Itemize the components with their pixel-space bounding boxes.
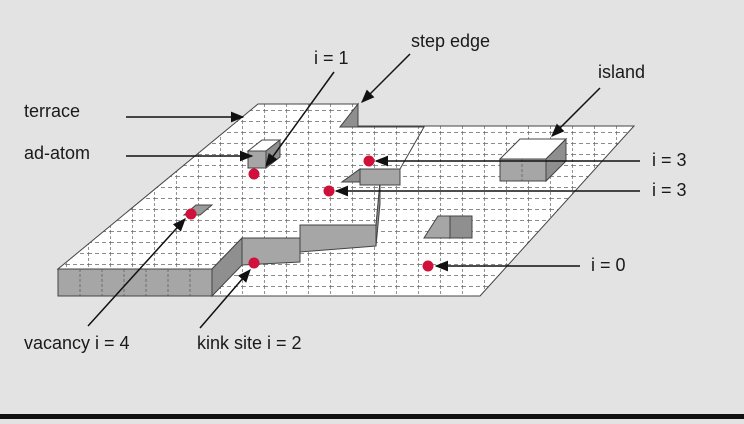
arrow-i1: [265, 71, 335, 168]
bottom-rule: [0, 414, 744, 419]
label-terrace: terrace: [24, 101, 81, 121]
arrow-island: [551, 87, 601, 137]
island-front: [499, 158, 547, 182]
atom-dot-kink: [248, 257, 260, 269]
label-i3-lower: i = 3: [652, 180, 687, 200]
atom-dot-vacancy: [185, 208, 197, 220]
step-edge-face: [338, 102, 359, 128]
atom-dot-i3-upper: [363, 155, 375, 167]
ad-atom-block-front: [247, 150, 267, 169]
label-vacancy: vacancy i = 4: [24, 333, 130, 353]
label-i1: i = 1: [314, 48, 349, 68]
atom-dot-i0: [422, 260, 434, 272]
ledge-face: [359, 168, 401, 186]
arrow-kink: [199, 268, 251, 329]
label-ad-atom: ad-atom: [24, 143, 91, 163]
pit-right-face: [449, 215, 473, 239]
label-i0: i = 0: [591, 255, 626, 275]
atom-dot-i3-lower: [323, 185, 335, 197]
arrow-vacancy: [87, 217, 186, 327]
label-island: island: [598, 62, 646, 82]
atom-dot-i1: [248, 168, 260, 180]
arrow-step-edge: [361, 53, 411, 103]
label-kink: kink site i = 2: [197, 333, 302, 353]
label-i3-upper: i = 3: [652, 150, 687, 170]
label-step-edge: step edge: [411, 31, 491, 51]
upper-side-face: [375, 181, 381, 247]
